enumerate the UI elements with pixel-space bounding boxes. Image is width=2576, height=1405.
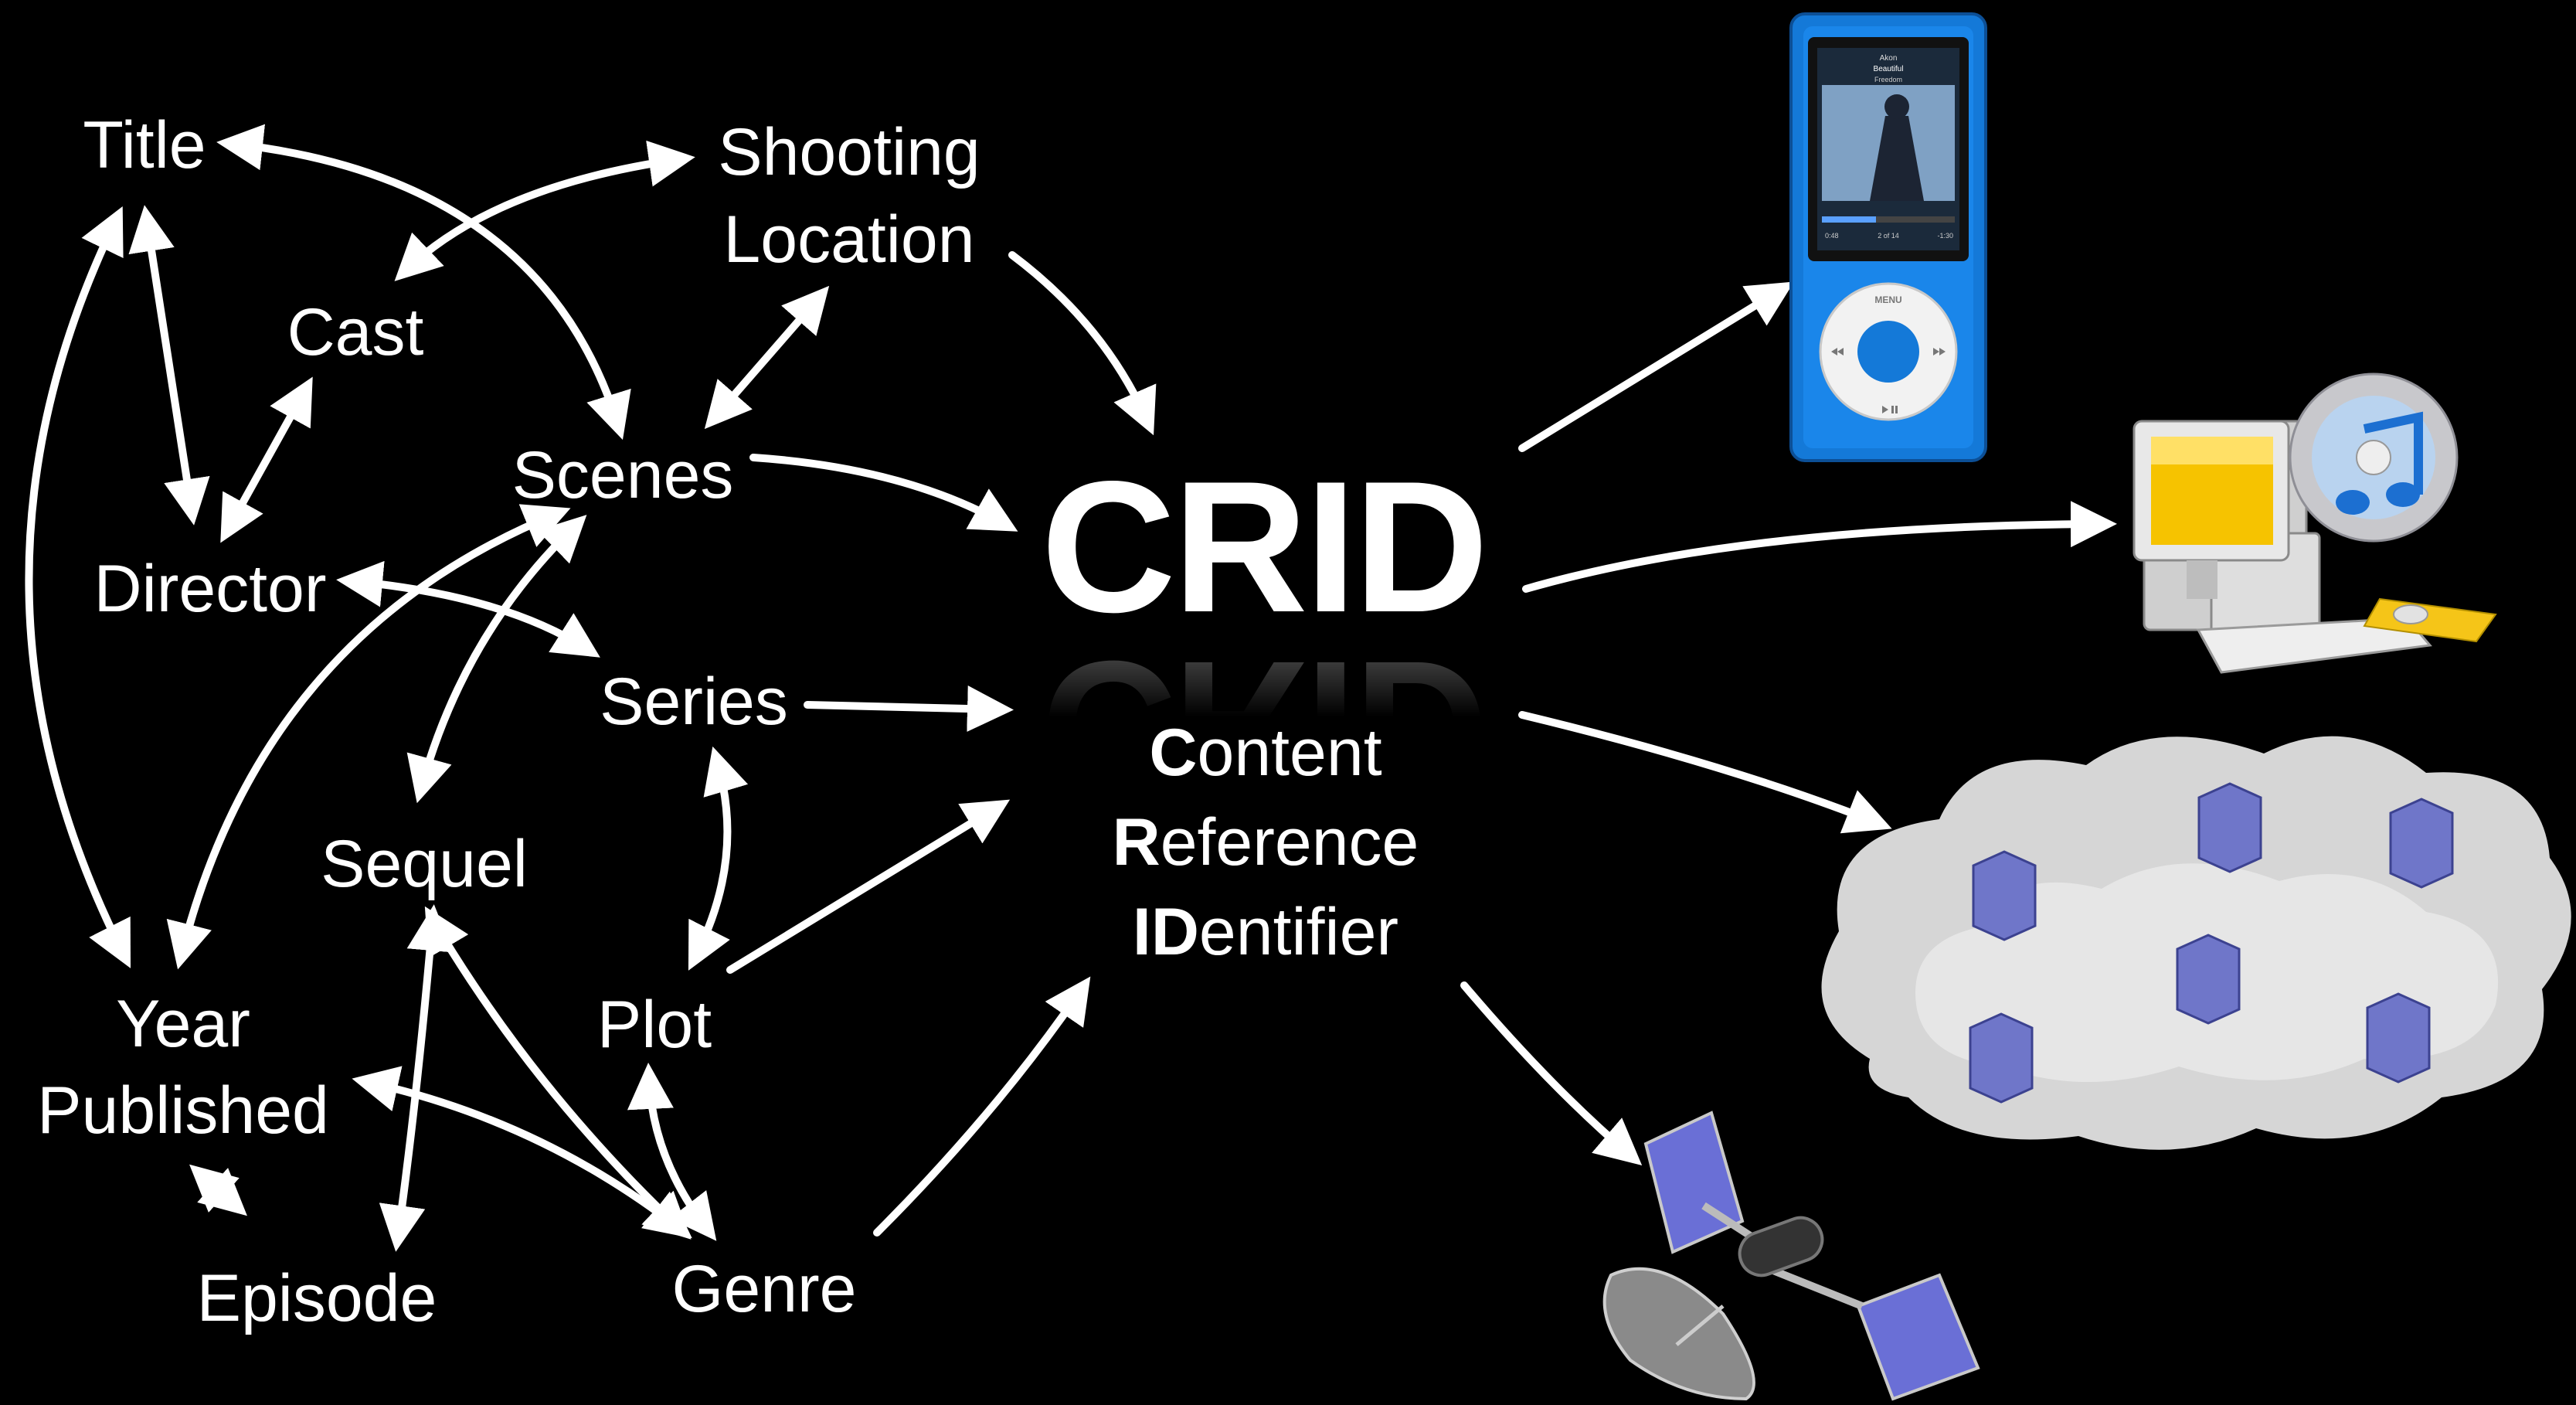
- arrow-sequel-episode: [379, 904, 454, 1252]
- arrow-year-episode: [189, 1164, 247, 1216]
- crid-title: CRID: [1041, 443, 1489, 651]
- arrow-scenes-sequel: [406, 515, 587, 804]
- node-year-published-line1: Year: [116, 987, 250, 1061]
- node-plot: Plot: [596, 988, 712, 1062]
- arrow-series-crid: [804, 685, 1014, 733]
- computer-icon: [2133, 373, 2497, 674]
- arrow-scenes-crid: [749, 454, 1018, 532]
- arrow-shooting-cast: [394, 140, 695, 281]
- node-shooting-location-line2: Location: [723, 202, 975, 277]
- arrow-cast-director: [220, 376, 313, 543]
- node-genre: Genre: [671, 1252, 857, 1326]
- arrow-genre-crid: [873, 976, 1091, 1237]
- crid-expansion-line: Reference: [1112, 805, 1419, 879]
- arrow-title-director: [128, 205, 210, 526]
- arrow-crid-computer: [1522, 501, 2117, 593]
- player-artist-text: Akon: [1880, 54, 1898, 63]
- arrow-title-year: [25, 206, 131, 968]
- crid-expansion: Content Reference IDentifier: [1113, 708, 1419, 977]
- arrow-sequel-genre: [424, 906, 692, 1240]
- arrow-crid-cloud: [1518, 711, 1892, 834]
- arrow-crid-player: [1518, 281, 1795, 452]
- node-title: Title: [83, 108, 206, 182]
- player-track-text: 2 of 14: [1878, 232, 1899, 240]
- arrow-plot-crid: [726, 799, 1011, 974]
- player-album-text: Freedom: [1874, 76, 1902, 83]
- arrow-shooting-scenes: [704, 285, 830, 430]
- player-elapsed-text: 0:48: [1825, 232, 1839, 240]
- player-menu-text: MENU: [1874, 294, 1901, 305]
- node-shooting-location-line1: Shooting: [718, 115, 980, 189]
- arrow-plot-genre: [627, 1063, 717, 1241]
- node-year-published-line2: Published: [37, 1073, 329, 1148]
- media-player-icon: Akon Beautiful Freedom 0:48 2 of 14 -1:3…: [1789, 12, 1987, 462]
- satellite-icon: [1602, 1111, 1980, 1401]
- node-scenes: Scenes: [511, 438, 734, 512]
- arrow-series-plot: [688, 746, 749, 971]
- node-series: Series: [600, 665, 788, 739]
- node-episode: Episode: [196, 1261, 437, 1335]
- arrow-shooting-crid: [1008, 251, 1157, 436]
- node-director: Director: [93, 552, 327, 626]
- node-cast: Cast: [287, 295, 424, 369]
- crid-expansion-line: Content: [1149, 716, 1382, 790]
- crid-expansion-line: IDentifier: [1132, 895, 1399, 969]
- player-remaining-text: -1:30: [1937, 232, 1953, 240]
- arrow-crid-satellite: [1460, 981, 1643, 1166]
- player-song-text: Beautiful: [1874, 65, 1904, 73]
- node-sequel: Sequel: [321, 827, 528, 901]
- server-icon: [1969, 782, 2454, 1104]
